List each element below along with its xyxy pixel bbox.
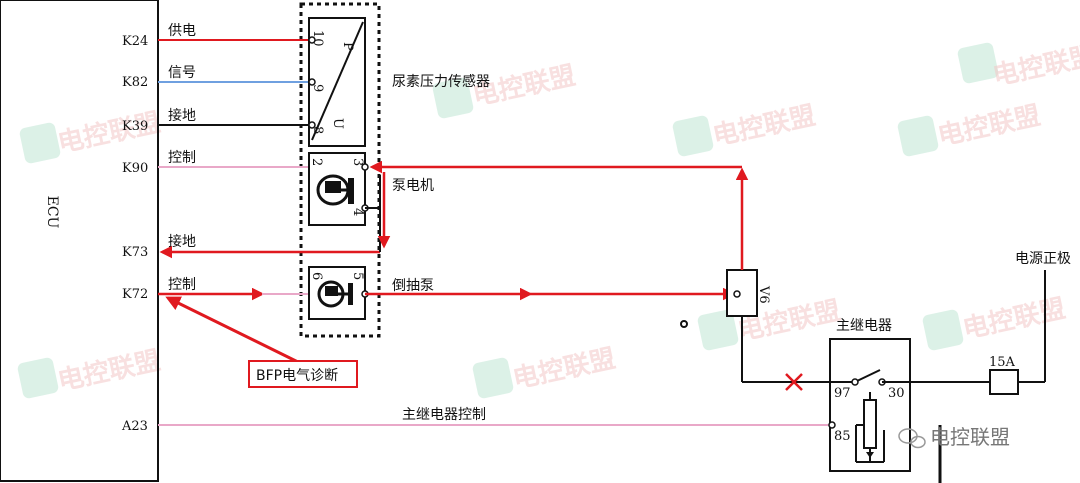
pin-k39: K39: [122, 119, 148, 134]
pump-terminal: [361, 163, 369, 171]
watermark-layer: 电控联盟 电控联盟 电控联盟 电控联盟 电控联盟 电控联盟 电控联盟 电控联盟: [17, 41, 1080, 399]
sensor-pin-8: 8: [310, 126, 325, 134]
ecu-title: ECU: [44, 196, 60, 229]
bfp-callout-arrow: [165, 296, 299, 364]
watermark-text: 电控联盟: [990, 41, 1080, 92]
watermark-logo-icon: [697, 309, 739, 351]
relay-pin-30: 30: [888, 386, 905, 401]
wechat-icon: [898, 428, 926, 449]
relay-pin-97: 97: [834, 386, 851, 401]
bfp-callout-box: [248, 360, 358, 388]
watermark-logo-icon: [432, 77, 474, 119]
watermark-text: 电控联盟: [510, 344, 618, 395]
relay-coil-icon: [855, 392, 884, 463]
sensor-u-label: U: [330, 118, 345, 129]
pump-pin-3: 3: [350, 158, 365, 166]
watermark-text: 电控联盟: [935, 101, 1043, 152]
motor-icon: [316, 174, 354, 206]
fuse: [989, 369, 1019, 395]
power-label: 电源正极: [1015, 251, 1071, 267]
sensor-diagonal: [311, 21, 364, 141]
relay-name: 主继电器: [836, 318, 892, 334]
sensor-p-label: P: [340, 42, 355, 51]
watermark-logo-icon: [922, 309, 964, 351]
sensor-terminal: [308, 36, 316, 44]
pin-k90: K90: [122, 161, 148, 176]
main-relay: [829, 338, 911, 472]
wire-control-1-label: 控制: [168, 150, 196, 166]
wire-relay-control-label: 主继电器控制: [402, 407, 486, 423]
sensor-name: 尿素压力传感器: [392, 73, 490, 90]
reverse-pump-name: 倒抽泵: [392, 278, 434, 294]
watermark-text: 电控联盟: [960, 294, 1068, 345]
pin-k73: K73: [122, 245, 148, 260]
watermark-logo-icon: [19, 122, 61, 164]
watermark-text: 电控联盟: [710, 101, 818, 152]
node-dot: [680, 320, 688, 328]
pin-k72: K72: [122, 287, 148, 302]
watermark-logo-icon: [672, 115, 714, 157]
wire-control-2-label: 控制: [168, 277, 196, 293]
watermark-logo-icon: [472, 357, 514, 399]
cut-mark-icon: [785, 373, 803, 391]
pump-pin-2: 2: [309, 158, 324, 166]
watermark-logo-icon: [957, 42, 999, 84]
wire-ground-2-label: 接地: [168, 233, 196, 250]
bfp-label: BFP电气诊断: [256, 368, 338, 384]
watermark-logo-icon: [897, 115, 939, 157]
sensor-terminal: [308, 78, 316, 86]
motor-icon: [317, 280, 353, 308]
watermark-text: 电控联盟: [55, 346, 163, 397]
wire-ground-1-label: 接地: [168, 107, 196, 124]
fuse-label: 15A: [989, 355, 1016, 370]
reverse-pump-pin-5: 5: [350, 272, 365, 280]
ecu-box: [0, 0, 159, 482]
sensor-terminal: [308, 121, 316, 129]
v6-terminal: [733, 290, 741, 298]
relay-pin-85: 85: [834, 429, 851, 444]
watermark-logo-icon: [17, 357, 59, 399]
pin-a23: A23: [121, 419, 148, 434]
v6-label: V6: [756, 285, 771, 304]
pump-pin-4: 4: [350, 208, 365, 216]
pump-motor-name: 泵电机: [392, 178, 434, 194]
pin-k82: K82: [122, 75, 148, 90]
relay-switch-icon: [851, 369, 886, 386]
relay-terminal: [828, 421, 836, 429]
v6-component: [726, 269, 758, 317]
wire-supply-label: 供电: [168, 23, 196, 39]
corner-watermark: 电控联盟: [930, 425, 1010, 449]
pin-k24: K24: [122, 34, 148, 49]
reverse-pump-pin-6: 6: [309, 272, 324, 280]
wire-signal-label: 信号: [168, 65, 196, 81]
sensor-pin-9: 9: [310, 84, 325, 92]
